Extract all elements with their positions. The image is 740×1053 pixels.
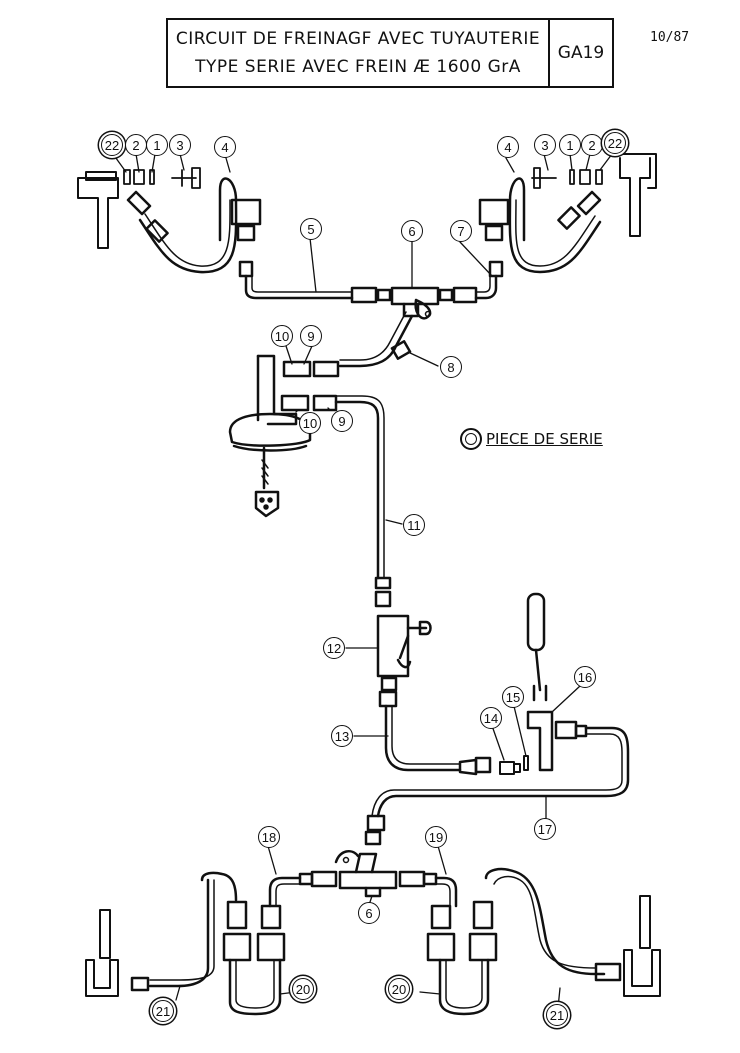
part-label-20-right: 20 — [388, 978, 410, 1000]
pipe-8 — [312, 311, 414, 378]
part-label-2-left: 2 — [125, 134, 147, 156]
part-label-6-bottom: 6 — [358, 902, 380, 924]
part-label-22-right: 22 — [604, 132, 626, 154]
legend: PIECE DE SERIE — [460, 428, 603, 450]
caliper-rear-right — [623, 895, 661, 997]
part-label-22-left: 22 — [101, 134, 123, 156]
part-label-18: 18 — [258, 826, 280, 848]
part-label-16: 16 — [574, 666, 596, 688]
part-label-21-left: 21 — [152, 1000, 174, 1022]
part-label-10-bottom: 10 — [299, 412, 321, 434]
bleed-parts-left — [123, 167, 201, 189]
part-label-2-right: 2 — [581, 134, 603, 156]
title-text: CIRCUIT DE FREINAGF AVEC TUYAUTERIE TYPE… — [168, 20, 550, 86]
washer-15 — [523, 755, 529, 771]
brake-servo — [228, 354, 338, 518]
brake-valve — [376, 614, 432, 708]
tee-union-top — [390, 286, 478, 320]
pipe-5 — [244, 274, 392, 304]
pipe-11 — [334, 395, 392, 608]
part-label-12: 12 — [323, 637, 345, 659]
part-label-15: 15 — [502, 686, 524, 708]
part-label-8: 8 — [440, 356, 462, 378]
part-label-6-top: 6 — [401, 220, 423, 242]
pipe-13 — [384, 704, 492, 776]
leader-lines — [112, 153, 613, 1009]
part-label-9-bottom: 9 — [331, 410, 353, 432]
hydraulic-handbrake — [526, 592, 588, 772]
part-label-1-left: 1 — [146, 134, 168, 156]
part-label-4-left: 4 — [214, 136, 236, 158]
pipe-7 — [474, 274, 498, 300]
title-line-1: CIRCUIT DE FREINAGF AVEC TUYAUTERIE — [175, 29, 541, 49]
pipe-18 — [268, 876, 302, 908]
part-label-20-left: 20 — [292, 978, 314, 1000]
part-label-13: 13 — [331, 725, 353, 747]
legend-text: PIECE DE SERIE — [486, 430, 603, 448]
hose-front-right — [478, 177, 602, 278]
hose-front-left — [126, 177, 262, 278]
part-label-5: 5 — [300, 218, 322, 240]
hose-rear-right — [426, 867, 622, 1016]
part-label-10-top: 10 — [271, 325, 293, 347]
hose-rear-left — [130, 871, 286, 1016]
part-label-4-right: 4 — [497, 136, 519, 158]
connector-14 — [499, 761, 521, 775]
drawing-code: GA19 — [557, 43, 605, 63]
part-label-1-right: 1 — [559, 134, 581, 156]
legend-double-circle-icon — [460, 428, 482, 450]
part-label-21-right: 21 — [546, 1004, 568, 1026]
part-label-3-right: 3 — [534, 134, 556, 156]
title-line-2: TYPE SERIE AVEC FREIN Æ 1600 GrA — [195, 57, 521, 77]
page-number: 10/87 — [650, 30, 690, 45]
part-label-3-left: 3 — [169, 134, 191, 156]
caliper-front-right — [615, 153, 657, 237]
bleed-parts-right — [531, 167, 603, 189]
title-block: CIRCUIT DE FREINAGF AVEC TUYAUTERIE TYPE… — [166, 18, 614, 88]
part-label-14: 14 — [480, 707, 502, 729]
part-label-17: 17 — [534, 818, 556, 840]
tee-union-bottom — [298, 849, 438, 898]
part-label-19: 19 — [425, 826, 447, 848]
part-label-7: 7 — [450, 220, 472, 242]
pipe-19 — [434, 876, 458, 908]
part-label-9-top: 9 — [300, 325, 322, 347]
caliper-rear-left — [85, 909, 119, 997]
pipe-17 — [364, 726, 630, 846]
caliper-front-left — [77, 171, 119, 249]
part-label-11: 11 — [403, 514, 425, 536]
